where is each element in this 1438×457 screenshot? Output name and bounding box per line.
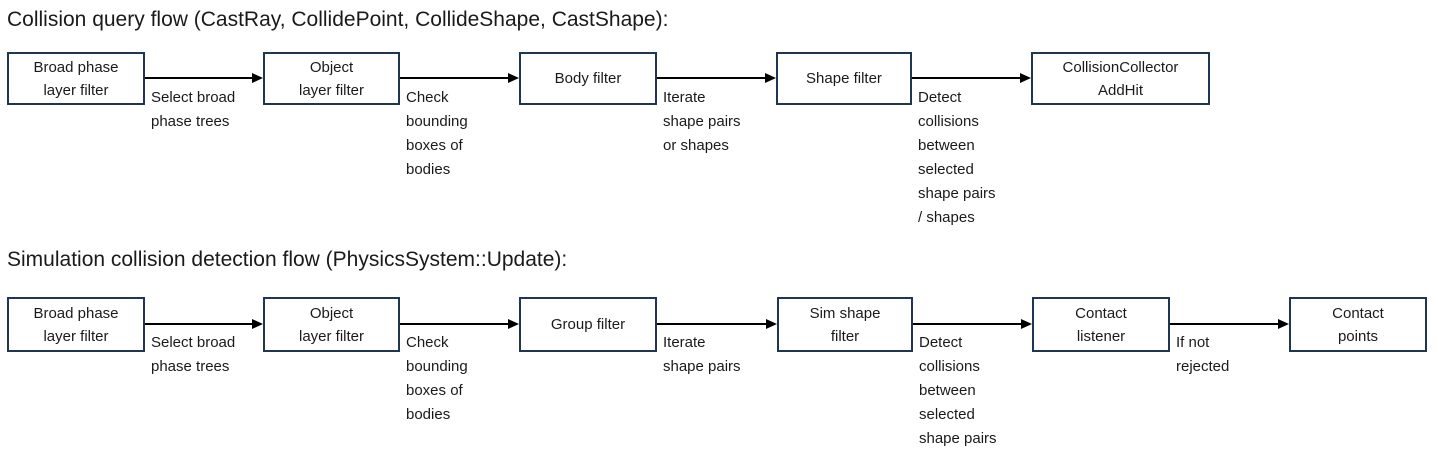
arrow-head-icon [766, 319, 777, 329]
node-broad-phase-layer-filter: Broad phase layer filter [7, 297, 145, 352]
node-body-filter: Body filter [519, 52, 657, 105]
edge-label-check: Check bounding boxes of bodies [406, 334, 468, 423]
node-broad-phase-layer-filter: Broad phase layer filter [7, 52, 145, 105]
arrow-head-icon [1021, 319, 1032, 329]
edge-label-detect: Detect collisions between selected shape… [918, 89, 996, 226]
flow-arrow-line [913, 323, 1023, 325]
arrow-head-icon [765, 73, 776, 83]
flow-arrow-line [912, 77, 1022, 79]
edge-label-select-broad: Select broad phase trees [151, 334, 236, 375]
node-object-layer-filter: Object layer filter [263, 297, 400, 352]
node-label: CollisionCollector AddHit [1062, 58, 1179, 99]
edge-label-select-broad: Select broad phase trees [151, 89, 236, 130]
node-collisioncollector-addhit: CollisionCollector AddHit [1031, 52, 1210, 105]
flow-arrow-line [657, 77, 767, 79]
flow-arrow-line [400, 77, 510, 79]
edge-label-detect: Detect collisions between selected shape… [919, 334, 997, 447]
edge-label-iterate: Iterate shape pairs [663, 334, 741, 375]
node-sim-shape-filter: Sim shape filter [777, 297, 913, 352]
node-label: Contact listener [1075, 304, 1127, 345]
flow-arrow-line [1170, 323, 1280, 325]
flow-arrow-line [400, 323, 510, 325]
edge-label-check: Check bounding boxes of bodies [406, 89, 468, 178]
flow-arrow-line [145, 77, 254, 79]
node-object-layer-filter: Object layer filter [263, 52, 400, 105]
arrow-head-icon [508, 319, 519, 329]
node-group-filter: Group filter [519, 297, 657, 352]
flow-arrow-line [145, 323, 254, 325]
arrow-head-icon [1020, 73, 1031, 83]
flow-title-simulation-collision-detection: Simulation collision detection flow (Phy… [7, 248, 568, 271]
edge-label-if-not: If not rejected [1176, 334, 1230, 375]
node-label: Contact points [1332, 304, 1384, 345]
node-label: Object layer filter [298, 58, 365, 99]
arrow-head-icon [252, 319, 263, 329]
node-contact-listener: Contact listener [1032, 297, 1170, 352]
node-label: Sim shape filter [809, 304, 881, 345]
arrow-head-icon [1278, 319, 1289, 329]
arrow-head-icon [252, 73, 263, 83]
node-label: Broad phase layer filter [33, 58, 119, 99]
node-label: Shape filter [806, 70, 882, 87]
node-shape-filter: Shape filter [776, 52, 912, 105]
node-label: Broad phase layer filter [33, 304, 119, 345]
edge-label-iterate: Iterate shape pairs or shapes [663, 89, 741, 154]
flow-arrow-line [657, 323, 768, 325]
node-label: Body filter [554, 70, 622, 87]
flow-title-collision-query: Collision query flow (CastRay, CollidePo… [7, 8, 669, 31]
node-contact-points: Contact points [1289, 297, 1427, 352]
arrow-head-icon [508, 73, 519, 83]
node-label: Group filter [550, 316, 626, 333]
node-label: Object layer filter [298, 304, 365, 345]
